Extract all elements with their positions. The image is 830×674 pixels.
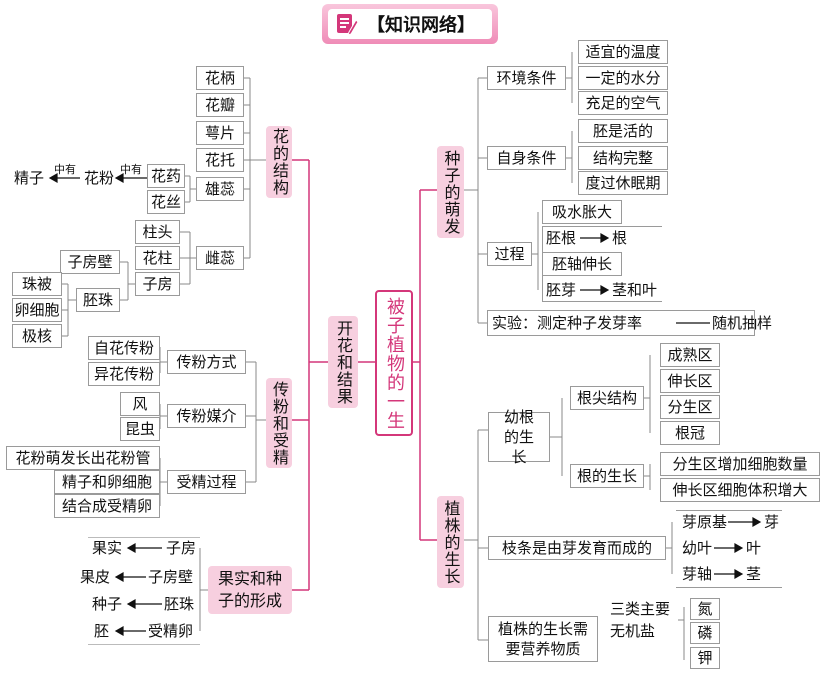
root-growth-item: 分生区增加细胞数量 xyxy=(660,452,820,476)
center-topic: 被子植物的一生 xyxy=(375,290,413,436)
env-condition: 适宜的温度 xyxy=(578,40,668,64)
fruit-source: 子房 xyxy=(166,539,197,557)
root-tip-zone: 伸长区 xyxy=(660,369,720,393)
ovule-part: 极核 xyxy=(12,324,62,348)
process-to: 茎和叶 xyxy=(612,281,658,299)
process-from: 胚芽 xyxy=(546,281,577,299)
fertilization-step: 花粉萌发长出花粉管 xyxy=(6,446,160,470)
node-plant-growth: 植株的生长 xyxy=(437,496,464,588)
self-condition: 结构完整 xyxy=(578,146,668,170)
root-growth-item: 伸长区细胞体积增大 xyxy=(660,478,820,502)
branch-origin: 枝条是由芽发育而成的 xyxy=(488,536,666,560)
self-condition: 度过休眠期 xyxy=(578,171,668,195)
contains-label: 中有 xyxy=(120,163,142,176)
env-conditions: 环境条件 xyxy=(487,66,566,90)
experiment-frame xyxy=(487,310,755,336)
ovule-part: 珠被 xyxy=(12,272,62,296)
root-growth: 根的生长 xyxy=(570,464,644,488)
node-pollination-fertilization: 传粉和受精 xyxy=(266,378,292,468)
process-from: 胚根 xyxy=(546,229,577,247)
fertilization-step: 精子和卵细胞 xyxy=(54,470,160,494)
mineral-item: 磷 xyxy=(690,622,720,644)
root-tip-zone: 分生区 xyxy=(660,395,720,419)
node-fruit-seed-formation: 果实和种子的形成 xyxy=(208,566,292,614)
env-condition: 充足的空气 xyxy=(578,91,668,115)
fruit-mapping-frame xyxy=(88,537,200,645)
pistil-part: 柱头 xyxy=(135,220,180,244)
root-tip-zone: 成熟区 xyxy=(660,343,720,367)
page-title: 【知识网络】 xyxy=(367,15,475,36)
experiment-label: 实验：测定种子发芽率 xyxy=(492,314,643,332)
germination-process: 过程 xyxy=(487,242,532,266)
pollination-media: 传粉媒介 xyxy=(167,404,246,428)
pollen-label: 花粉 xyxy=(84,169,115,187)
self-conditions: 自身条件 xyxy=(487,146,566,170)
flower-part-pistil: 雌蕊 xyxy=(196,246,244,270)
pistil-part-ovary: 子房 xyxy=(135,272,180,296)
fertilization-process: 受精过程 xyxy=(167,470,246,494)
bud-part-to: 芽 xyxy=(764,513,780,531)
bud-part-to: 叶 xyxy=(746,539,762,557)
bud-part-to: 茎 xyxy=(746,565,762,583)
experiment-method: 随机抽样 xyxy=(712,314,773,332)
pollination-method: 异花传粉 xyxy=(88,362,160,386)
fruit-result: 果实 xyxy=(92,539,123,557)
mineral-item: 氮 xyxy=(690,598,720,620)
node-flower-structure: 花的结构 xyxy=(266,126,292,198)
minerals-label: 三类主要无机盐 xyxy=(610,600,671,640)
fertilization-step: 结合成受精卵 xyxy=(54,494,160,518)
fruit-source: 胚珠 xyxy=(164,595,195,613)
node-seed-germination: 种子的萌发 xyxy=(437,146,464,238)
bud-part-from: 芽原基 xyxy=(682,513,728,531)
flower-part: 花瓣 xyxy=(196,93,244,117)
notepad-pencil-icon xyxy=(337,14,358,36)
ovary-part-ovule: 胚珠 xyxy=(76,288,120,312)
pollination-method: 自花传粉 xyxy=(88,336,160,360)
pollination-medium: 昆虫 xyxy=(120,417,160,441)
fruit-result: 果皮 xyxy=(80,568,111,586)
nutrition-need: 植株的生长需要营养物质 xyxy=(488,616,598,662)
bud-part-from: 幼叶 xyxy=(682,539,713,557)
flower-part: 花托 xyxy=(196,148,244,172)
flower-part: 萼片 xyxy=(196,121,244,145)
fruit-result: 种子 xyxy=(92,595,123,613)
root-tip-structure: 根尖结构 xyxy=(570,386,644,410)
branch-flowering-fruiting: 开花和结果 xyxy=(328,316,358,408)
self-condition: 胚是活的 xyxy=(578,119,668,143)
pollination-medium: 风 xyxy=(120,392,160,416)
stamen-part: 花药 xyxy=(147,164,185,188)
mineral-item: 钾 xyxy=(690,647,720,669)
contains-label: 中有 xyxy=(54,163,76,176)
bud-map-frame xyxy=(676,510,782,588)
flower-part-stamen: 雄蕊 xyxy=(196,177,244,201)
pollination-methods: 传粉方式 xyxy=(167,350,246,374)
process-frame xyxy=(542,226,662,302)
sperm-label: 精子 xyxy=(14,169,45,187)
ovule-part: 卵细胞 xyxy=(12,298,62,322)
root-tip-zone: 根冠 xyxy=(660,421,720,445)
young-root-growth: 幼根的生长 xyxy=(488,408,550,466)
process-step: 吸水胀大 xyxy=(542,200,622,224)
stamen-part: 花丝 xyxy=(147,190,185,214)
ovary-part: 子房壁 xyxy=(60,250,120,274)
fruit-result: 胚 xyxy=(94,622,110,640)
bud-part-from: 芽轴 xyxy=(682,565,713,583)
flower-part: 花柄 xyxy=(196,66,244,90)
fruit-source: 子房壁 xyxy=(148,568,194,586)
process-to: 根 xyxy=(612,229,628,247)
pistil-part: 花柱 xyxy=(135,246,180,270)
env-condition: 一定的水分 xyxy=(578,66,668,90)
fruit-source: 受精卵 xyxy=(148,622,194,640)
